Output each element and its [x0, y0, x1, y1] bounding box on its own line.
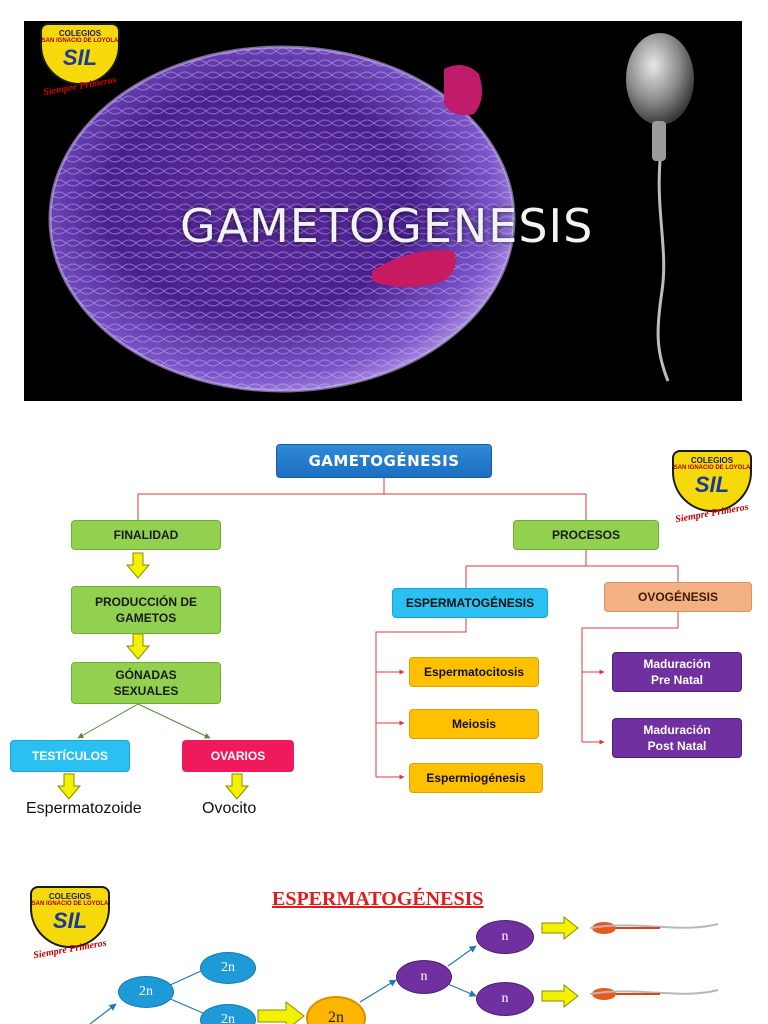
right-arrow-1 — [541, 915, 579, 941]
sperm-drawing-1 — [589, 922, 719, 934]
cell-2n-a: 2n — [118, 976, 174, 1008]
cell-n-b: n — [476, 920, 534, 954]
logo-shield — [672, 450, 752, 512]
school-logo-3: COLEGIOS SAN IGNACIO DE LOYOLA SIL Siemp… — [20, 886, 120, 966]
down-arrow-3 — [56, 773, 82, 800]
school-logo-2: COLEGIOS SAN IGNACIO DE LOYOLA SIL Siemp… — [662, 450, 762, 530]
sperm-illustration — [626, 33, 694, 382]
logo-shield — [30, 886, 110, 948]
cell-2n-b: 2n — [200, 952, 256, 984]
school-logo: COLEGIOS SAN IGNACIO DE LOYOLA SIL Siemp… — [30, 23, 130, 103]
logo-mark: SIL — [52, 908, 88, 933]
cell-n-a: n — [396, 960, 452, 994]
node-meiosis: Meiosis — [409, 709, 539, 739]
polar-body-bottom — [372, 250, 456, 287]
node-ovogenesis: OVOGÉNESIS — [604, 582, 752, 612]
logo-text-colegios: COLEGIOS — [690, 456, 734, 465]
hero-title: GAMETOGENESIS — [180, 199, 594, 253]
logo-text-school: SAN IGNACIO DE LOYOLA — [673, 465, 751, 471]
label-ovocito: Ovocito — [202, 800, 257, 817]
node-finalidad: FINALIDAD — [71, 520, 221, 550]
sperm-drawing-2 — [589, 988, 719, 1000]
node-espermiogenesis: Espermiogénesis — [409, 763, 543, 793]
node-procesos: PROCESOS — [513, 520, 659, 550]
logo-text-colegios: COLEGIOS — [58, 29, 102, 38]
cell-n-c: n — [476, 982, 534, 1016]
down-arrow-4 — [224, 773, 250, 800]
logo-text-school: SAN IGNACIO DE LOYOLA — [31, 901, 109, 907]
right-arrow-2 — [541, 983, 579, 1009]
label-espermatozoide: Espermatozoide — [26, 800, 142, 817]
logo-text-school: SAN IGNACIO DE LOYOLA — [41, 38, 119, 44]
logo-mark: SIL — [694, 472, 730, 497]
logo-text-colegios: COLEGIOS — [48, 892, 92, 901]
node-testiculos: TESTÍCULOS — [10, 740, 130, 772]
down-arrow-1 — [125, 552, 151, 579]
node-maduracion-post-natal: Maduración Post Natal — [612, 718, 742, 758]
node-maduracion-pre-natal: Maduración Pre Natal — [612, 652, 742, 692]
down-arrow-2 — [125, 633, 151, 660]
node-espermatogenesis: ESPERMATOGÉNESIS — [392, 588, 548, 618]
hero-illustration — [48, 33, 694, 393]
logo-shield — [40, 23, 120, 85]
node-produccion-gametos: PRODUCCIÓN DE GAMETOS — [71, 586, 221, 634]
node-gametogenesis: GAMETOGÉNESIS — [276, 444, 492, 478]
right-arrow-3 — [257, 1000, 305, 1024]
hero-banner: COLEGIOS SAN IGNACIO DE LOYOLA SIL Siemp… — [24, 21, 742, 401]
cell-2n-c: 2n — [200, 1004, 256, 1024]
node-ovarios: OVARIOS — [182, 740, 294, 772]
polar-body-top — [444, 65, 483, 116]
node-espermatocitosis: Espermatocitosis — [409, 657, 539, 687]
logo-mark: SIL — [62, 45, 98, 70]
node-gonadas-sexuales: GÓNADAS SEXUALES — [71, 662, 221, 704]
section-title-espermatogenesis: ESPERMATOGÉNESIS — [272, 888, 484, 910]
